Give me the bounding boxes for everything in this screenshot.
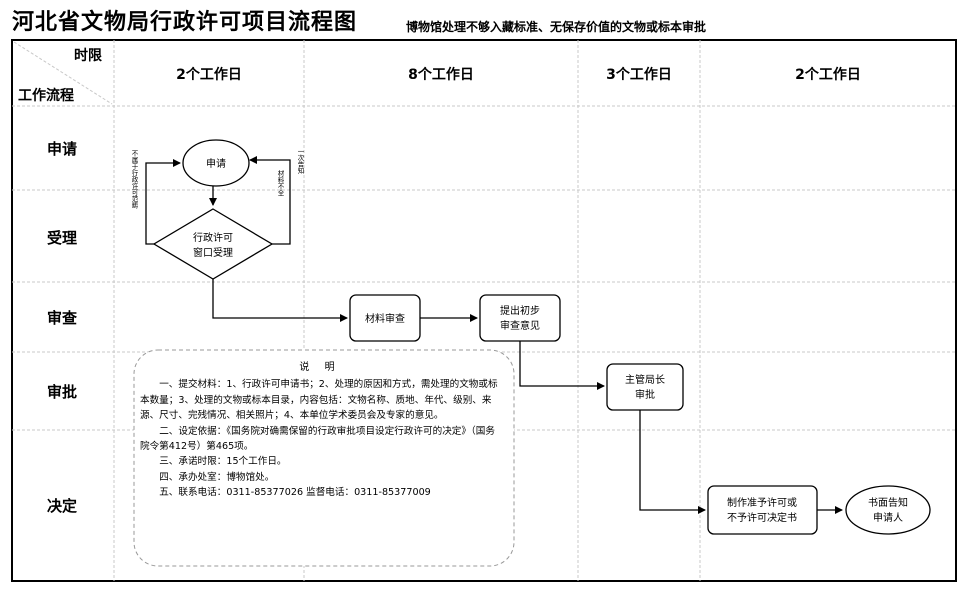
row-label-decide: 决定 bbox=[47, 497, 77, 515]
side-note-notify-once: 一次告知 bbox=[296, 148, 304, 175]
node-director-line1: 主管局长 bbox=[625, 373, 665, 386]
header-time-label: 时限 bbox=[74, 47, 102, 64]
connectors bbox=[145, 156, 843, 514]
node-notify-line1: 书面告知 bbox=[868, 496, 908, 509]
notes-line-phone: 五、联系电话：0311-85377026 监督电话：0311-85377009 bbox=[159, 487, 431, 499]
node-apply bbox=[182, 139, 250, 187]
column-header-2: 8个工作日 bbox=[408, 66, 474, 83]
page-subtitle: 博物馆处理不够入藏标准、无保存价值的文物或标本审批 bbox=[406, 20, 707, 34]
notes-line-time-limit: 三、承诺时限：15个工作日。 bbox=[159, 456, 287, 468]
notes-line-basis: 二、设定依据：《国务院对确需保留的行政审批项目设定行政许可的决定》（国务院令第4… bbox=[140, 425, 495, 453]
node-material-review bbox=[349, 294, 421, 342]
node-initial-opinion bbox=[479, 294, 561, 342]
node-opinion-line1: 提出初步 bbox=[500, 304, 540, 317]
row-label-accept: 受理 bbox=[47, 229, 77, 247]
notes-title: 说 明 bbox=[299, 362, 341, 373]
notes-panel: 说 明 一、提交材料：1、行政许可申请书；2、处理的原因和方式，需处理的文物或标… bbox=[140, 360, 500, 501]
column-header-4: 2个工作日 bbox=[795, 66, 861, 83]
node-accept-line1: 行政许可 bbox=[193, 231, 233, 244]
row-label-apply: 申请 bbox=[47, 140, 77, 158]
node-apply-label: 申请 bbox=[206, 157, 226, 170]
node-director-approval bbox=[606, 363, 684, 411]
side-note-incomplete-materials: 材料不全 bbox=[276, 169, 284, 197]
table-border bbox=[11, 39, 957, 582]
node-window-accept bbox=[152, 208, 274, 280]
node-notify-applicant bbox=[845, 485, 931, 535]
notes-line-department: 四、承办处室：博物馆处。 bbox=[159, 471, 275, 483]
column-header-1: 2个工作日 bbox=[176, 66, 242, 83]
node-accept-line2: 窗口受理 bbox=[193, 246, 233, 259]
node-decision-document bbox=[707, 485, 818, 535]
notes-box bbox=[133, 349, 515, 567]
header-flow-label: 工作流程 bbox=[18, 87, 74, 104]
node-decision-line2: 不予许可决定书 bbox=[727, 511, 797, 524]
page-title: 河北省文物局行政许可项目流程图 bbox=[12, 10, 358, 35]
node-director-line2: 审批 bbox=[635, 388, 655, 401]
row-label-approve: 审批 bbox=[47, 383, 77, 401]
node-decision-line1: 制作准予许可或 bbox=[727, 496, 797, 509]
node-notify-line2: 申请人 bbox=[873, 511, 903, 524]
column-header-3: 3个工作日 bbox=[606, 66, 672, 83]
node-opinion-line2: 审查意见 bbox=[500, 319, 540, 332]
side-note-not-in-scope: 不属于行政许可范畴 bbox=[130, 150, 138, 209]
node-material-review-label: 材料审查 bbox=[365, 312, 405, 325]
row-label-review: 审查 bbox=[47, 309, 78, 327]
notes-line-materials: 一、提交材料：1、行政许可申请书；2、处理的原因和方式，需处理的文物或标本数量；… bbox=[140, 379, 498, 422]
